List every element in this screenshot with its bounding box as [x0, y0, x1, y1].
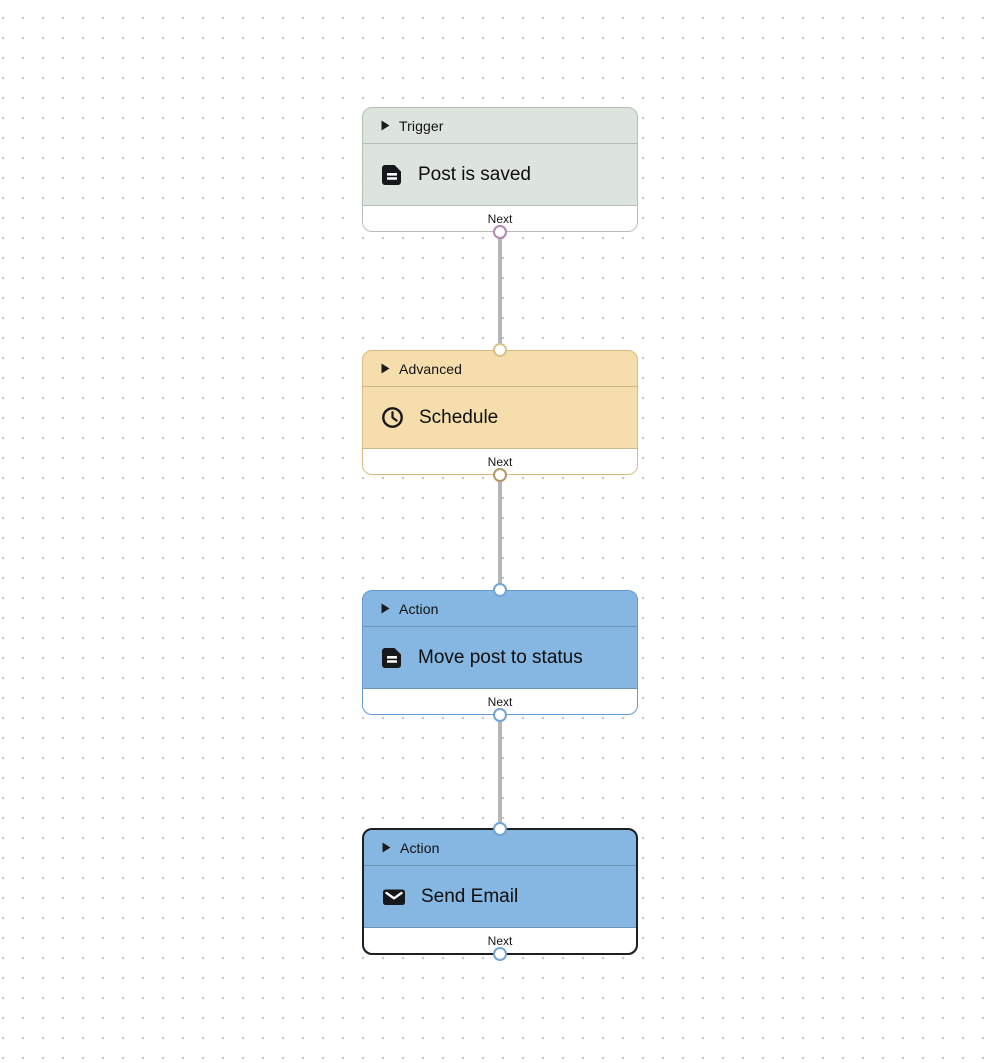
node-action-send-email[interactable]: Action Send Email Next — [362, 822, 638, 961]
node-type-label: Trigger — [399, 117, 444, 134]
node-header: Action — [364, 830, 636, 866]
envelope-icon — [382, 886, 406, 908]
output-port[interactable] — [493, 468, 507, 482]
node-advanced-schedule[interactable]: Advanced Schedule Next — [362, 343, 638, 482]
node-body[interactable]: Schedule — [363, 387, 637, 449]
node-title: Send Email — [421, 885, 519, 907]
output-port[interactable] — [493, 708, 507, 722]
next-label: Next — [487, 933, 513, 948]
document-icon — [381, 647, 403, 669]
node-title: Move post to status — [418, 646, 583, 668]
collapse-toggle-icon[interactable] — [382, 842, 391, 853]
document-icon — [381, 164, 403, 186]
node-header: Trigger — [363, 108, 637, 144]
node-title: Post is saved — [418, 163, 531, 185]
node-type-label: Action — [399, 600, 439, 617]
node-trigger-post-is-saved[interactable]: Trigger Post is saved Next — [362, 107, 638, 239]
input-port[interactable] — [493, 343, 507, 357]
node-action-move-post-to-status[interactable]: Action Move post to status Next — [362, 583, 638, 722]
node-header: Advanced — [363, 351, 637, 387]
next-label: Next — [487, 211, 513, 226]
next-label: Next — [487, 454, 513, 469]
node-header: Action — [363, 591, 637, 627]
output-port[interactable] — [493, 225, 507, 239]
node-body[interactable]: Send Email — [364, 866, 636, 928]
node-body[interactable]: Move post to status — [363, 627, 637, 689]
next-label: Next — [487, 694, 513, 709]
node-title: Schedule — [419, 406, 499, 428]
connector-line — [498, 228, 502, 354]
node-type-label: Action — [400, 839, 440, 856]
clock-icon — [381, 406, 404, 429]
output-port[interactable] — [493, 947, 507, 961]
input-port[interactable] — [493, 822, 507, 836]
node-body[interactable]: Post is saved — [363, 144, 637, 206]
connector-line — [498, 711, 502, 832]
collapse-toggle-icon[interactable] — [381, 363, 390, 374]
input-port[interactable] — [493, 583, 507, 597]
collapse-toggle-icon[interactable] — [381, 120, 390, 131]
node-type-label: Advanced — [399, 360, 463, 377]
collapse-toggle-icon[interactable] — [381, 603, 390, 614]
connector-line — [498, 471, 502, 594]
